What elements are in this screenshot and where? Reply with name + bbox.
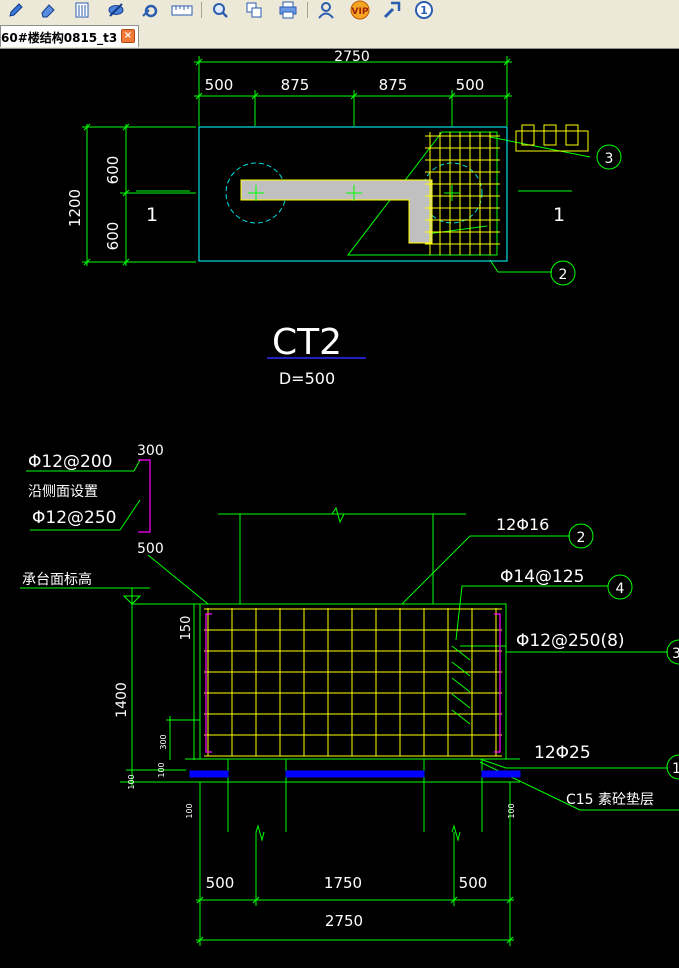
cushion-label: C15 素砼垫层 <box>566 792 654 808</box>
section-dim-bottom-3: 500 <box>459 874 488 892</box>
dim-150-label: 150 <box>179 616 194 641</box>
hook-300-label: 300 <box>137 443 164 459</box>
plan-dim-top-4: 500 <box>456 76 485 94</box>
section-dim-bottom-1: 500 <box>206 874 235 892</box>
plan-dim-total: 2750 <box>334 49 370 65</box>
user-icon[interactable] <box>314 0 338 20</box>
section-dim-total: 2750 <box>325 912 363 930</box>
section-callout-4: 4 <box>616 581 625 597</box>
hook-500-label: 500 <box>137 541 164 557</box>
dim-300-label: 300 <box>159 734 168 749</box>
section-mark-right: 1 <box>553 204 565 226</box>
plan-callout-3: 3 <box>605 151 614 167</box>
top-elevation-label: 承台面标高 <box>22 571 92 588</box>
ruler-icon[interactable] <box>170 0 194 20</box>
section-stirrup <box>138 459 501 753</box>
dim-100-c-label: 100 <box>185 803 194 818</box>
section-rebar <box>204 608 502 757</box>
plan-pilecap-outline <box>198 126 508 262</box>
plan-beam <box>240 179 433 244</box>
plan-depth: D=500 <box>279 369 335 388</box>
dim-1400-label: 1400 <box>114 682 130 718</box>
dim-100-a-label: 100 <box>157 762 166 777</box>
section-tie-marks <box>451 645 471 725</box>
plan-dim-top-2: 875 <box>281 76 310 94</box>
section-dim-bottom-2: 1750 <box>324 874 362 892</box>
section-lines <box>20 459 679 946</box>
settings-gear-icon[interactable] <box>138 0 162 20</box>
print-icon[interactable] <box>276 0 300 20</box>
main-toolbar: VIP 1 <box>0 0 679 23</box>
hide-icon[interactable] <box>104 0 128 20</box>
vip-icon[interactable]: VIP <box>346 0 374 20</box>
section-mark-left: 1 <box>146 204 158 226</box>
copy-icon[interactable] <box>242 0 266 20</box>
plan-center-marks <box>248 185 460 201</box>
cad-drawing: 2750 500 875 875 500 1200 600 600 1 1 3 … <box>20 49 679 946</box>
zoom-icon[interactable] <box>208 0 232 20</box>
rebar-side-1-label: Φ12@200 <box>28 452 112 472</box>
dim-100-d-label: 100 <box>507 803 516 818</box>
rebar-top-label: 12Φ16 <box>496 515 549 534</box>
side-note-label: 沿侧面设置 <box>28 484 98 500</box>
properties-icon[interactable] <box>70 0 94 20</box>
pencil-icon[interactable] <box>4 0 28 20</box>
plan-dim-left-1: 600 <box>104 156 122 185</box>
document-tab-label: 60#楼结构0815_t3 <box>1 31 118 45</box>
rebar-bottom-label: 12Φ25 <box>534 743 591 763</box>
vip-label: VIP <box>352 7 369 17</box>
plan-title: CT2 <box>272 322 342 363</box>
section-callout-1: 1 <box>672 761 679 777</box>
section-callout-3: 3 <box>672 646 679 662</box>
tool-icon[interactable] <box>380 0 404 20</box>
document-tab-bar: 60#楼结构0815_t3 × <box>0 22 679 49</box>
plan-dim-left-2: 600 <box>104 222 122 251</box>
plan-dim-left-total: 1200 <box>66 189 84 227</box>
plan-rebar-detail <box>515 124 589 152</box>
plan-rebar-grid <box>425 132 500 255</box>
help-icon[interactable]: 1 <box>412 0 436 20</box>
plan-callout-2: 2 <box>559 267 568 283</box>
tie-label: Φ12@250(8) <box>516 631 625 651</box>
cushion-layer <box>189 770 521 778</box>
rebar-side-2-label: Φ12@250 <box>32 508 116 528</box>
plan-view <box>82 56 622 286</box>
plan-dim-top-3: 875 <box>379 76 408 94</box>
help-label: 1 <box>420 4 428 17</box>
section-callout-2: 2 <box>577 530 586 546</box>
close-icon[interactable]: × <box>121 29 135 43</box>
stirrup-label: Φ14@125 <box>500 567 584 587</box>
document-tab[interactable]: 60#楼结构0815_t3 × <box>0 25 139 47</box>
dim-100-b-label: 100 <box>127 774 136 789</box>
drawing-canvas[interactable]: 2750 500 875 875 500 1200 600 600 1 1 3 … <box>0 48 679 964</box>
eraser-icon[interactable] <box>36 0 60 20</box>
plan-dim-top-1: 500 <box>205 76 234 94</box>
